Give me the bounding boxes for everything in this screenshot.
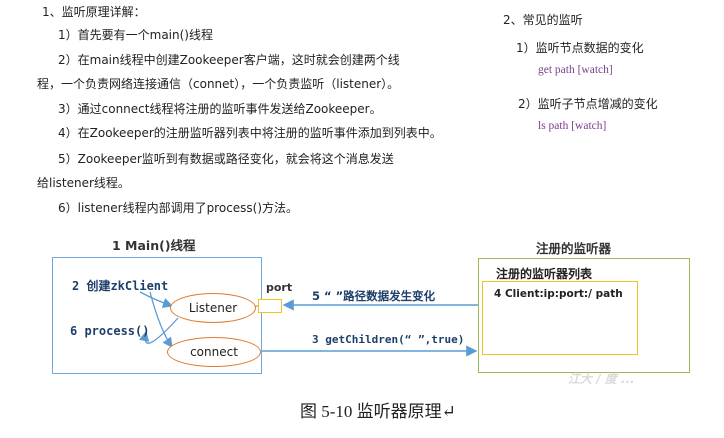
section-heading-principle: 1、监听原理详解： [42, 5, 146, 19]
step-1: 1）首先要有一个main()线程 [58, 28, 213, 42]
section-heading-common: 2、常见的监听 [503, 13, 583, 27]
process-label: 6 process() [70, 324, 150, 338]
step-2-line1: 2）在main线程中创建Zookeeper客户端，这时就会创建两个线 [58, 53, 400, 67]
arrow-listener-to-process [139, 317, 179, 344]
port-label: port [266, 281, 293, 294]
registry-outer-box [478, 258, 690, 373]
arrow-create-to-listener [139, 291, 174, 308]
watch-item-children: 2）监听子节点增减的变化 [518, 97, 658, 111]
watch-item-data: 1）监听节点数据的变化 [516, 41, 644, 55]
step-5-line2: 给listener线程。 [37, 176, 130, 190]
watch-cmd-get: get path [watch] [538, 64, 613, 76]
event-arrow-label: 5 “ ”路径数据发生变化 [312, 289, 436, 303]
main-thread-title: 1 Main()线程 [112, 238, 196, 253]
step-2-line2: 程，一个负责网络连接通信（connet），一个负责监听（listener）。 [37, 77, 400, 91]
step-5-line1: 5）Zookeeper监听到有数据或路径变化，就会将这个消息发送 [58, 152, 394, 166]
step-3: 3）通过connect线程将注册的监听事件发送给Zookeeper。 [58, 102, 382, 116]
registry-title: 注册的监听器 [536, 241, 612, 256]
listener-label: Listener [188, 301, 238, 315]
port-box [258, 299, 282, 313]
connect-thread-node: connect [167, 337, 261, 367]
connect-label: connect [190, 345, 238, 359]
registry-list-box [482, 281, 638, 355]
arrow-create-to-connect [149, 291, 173, 349]
figure-caption: 图 5-10 监听器原理↵ [300, 402, 456, 421]
getchildren-arrow-label: 3 getChildren(“ ”,true) [312, 333, 465, 346]
watch-cmd-ls: ls path [watch] [538, 120, 607, 132]
registry-list-title: 注册的监听器列表 [496, 267, 593, 281]
registry-entry: 4 Client:ip:port:/ path [494, 288, 623, 300]
step-6: 6）listener线程内部调用了process()方法。 [58, 201, 299, 215]
main-thread-box [52, 257, 262, 374]
listener-thread-node: Listener [170, 293, 256, 323]
create-client-label: 2 创建zkClient [72, 279, 169, 293]
watermark: 江大 / 度 ... [568, 372, 635, 386]
step-4: 4）在Zookeeper的注册监听器列表中将注册的监听事件添加到列表中。 [58, 126, 442, 140]
